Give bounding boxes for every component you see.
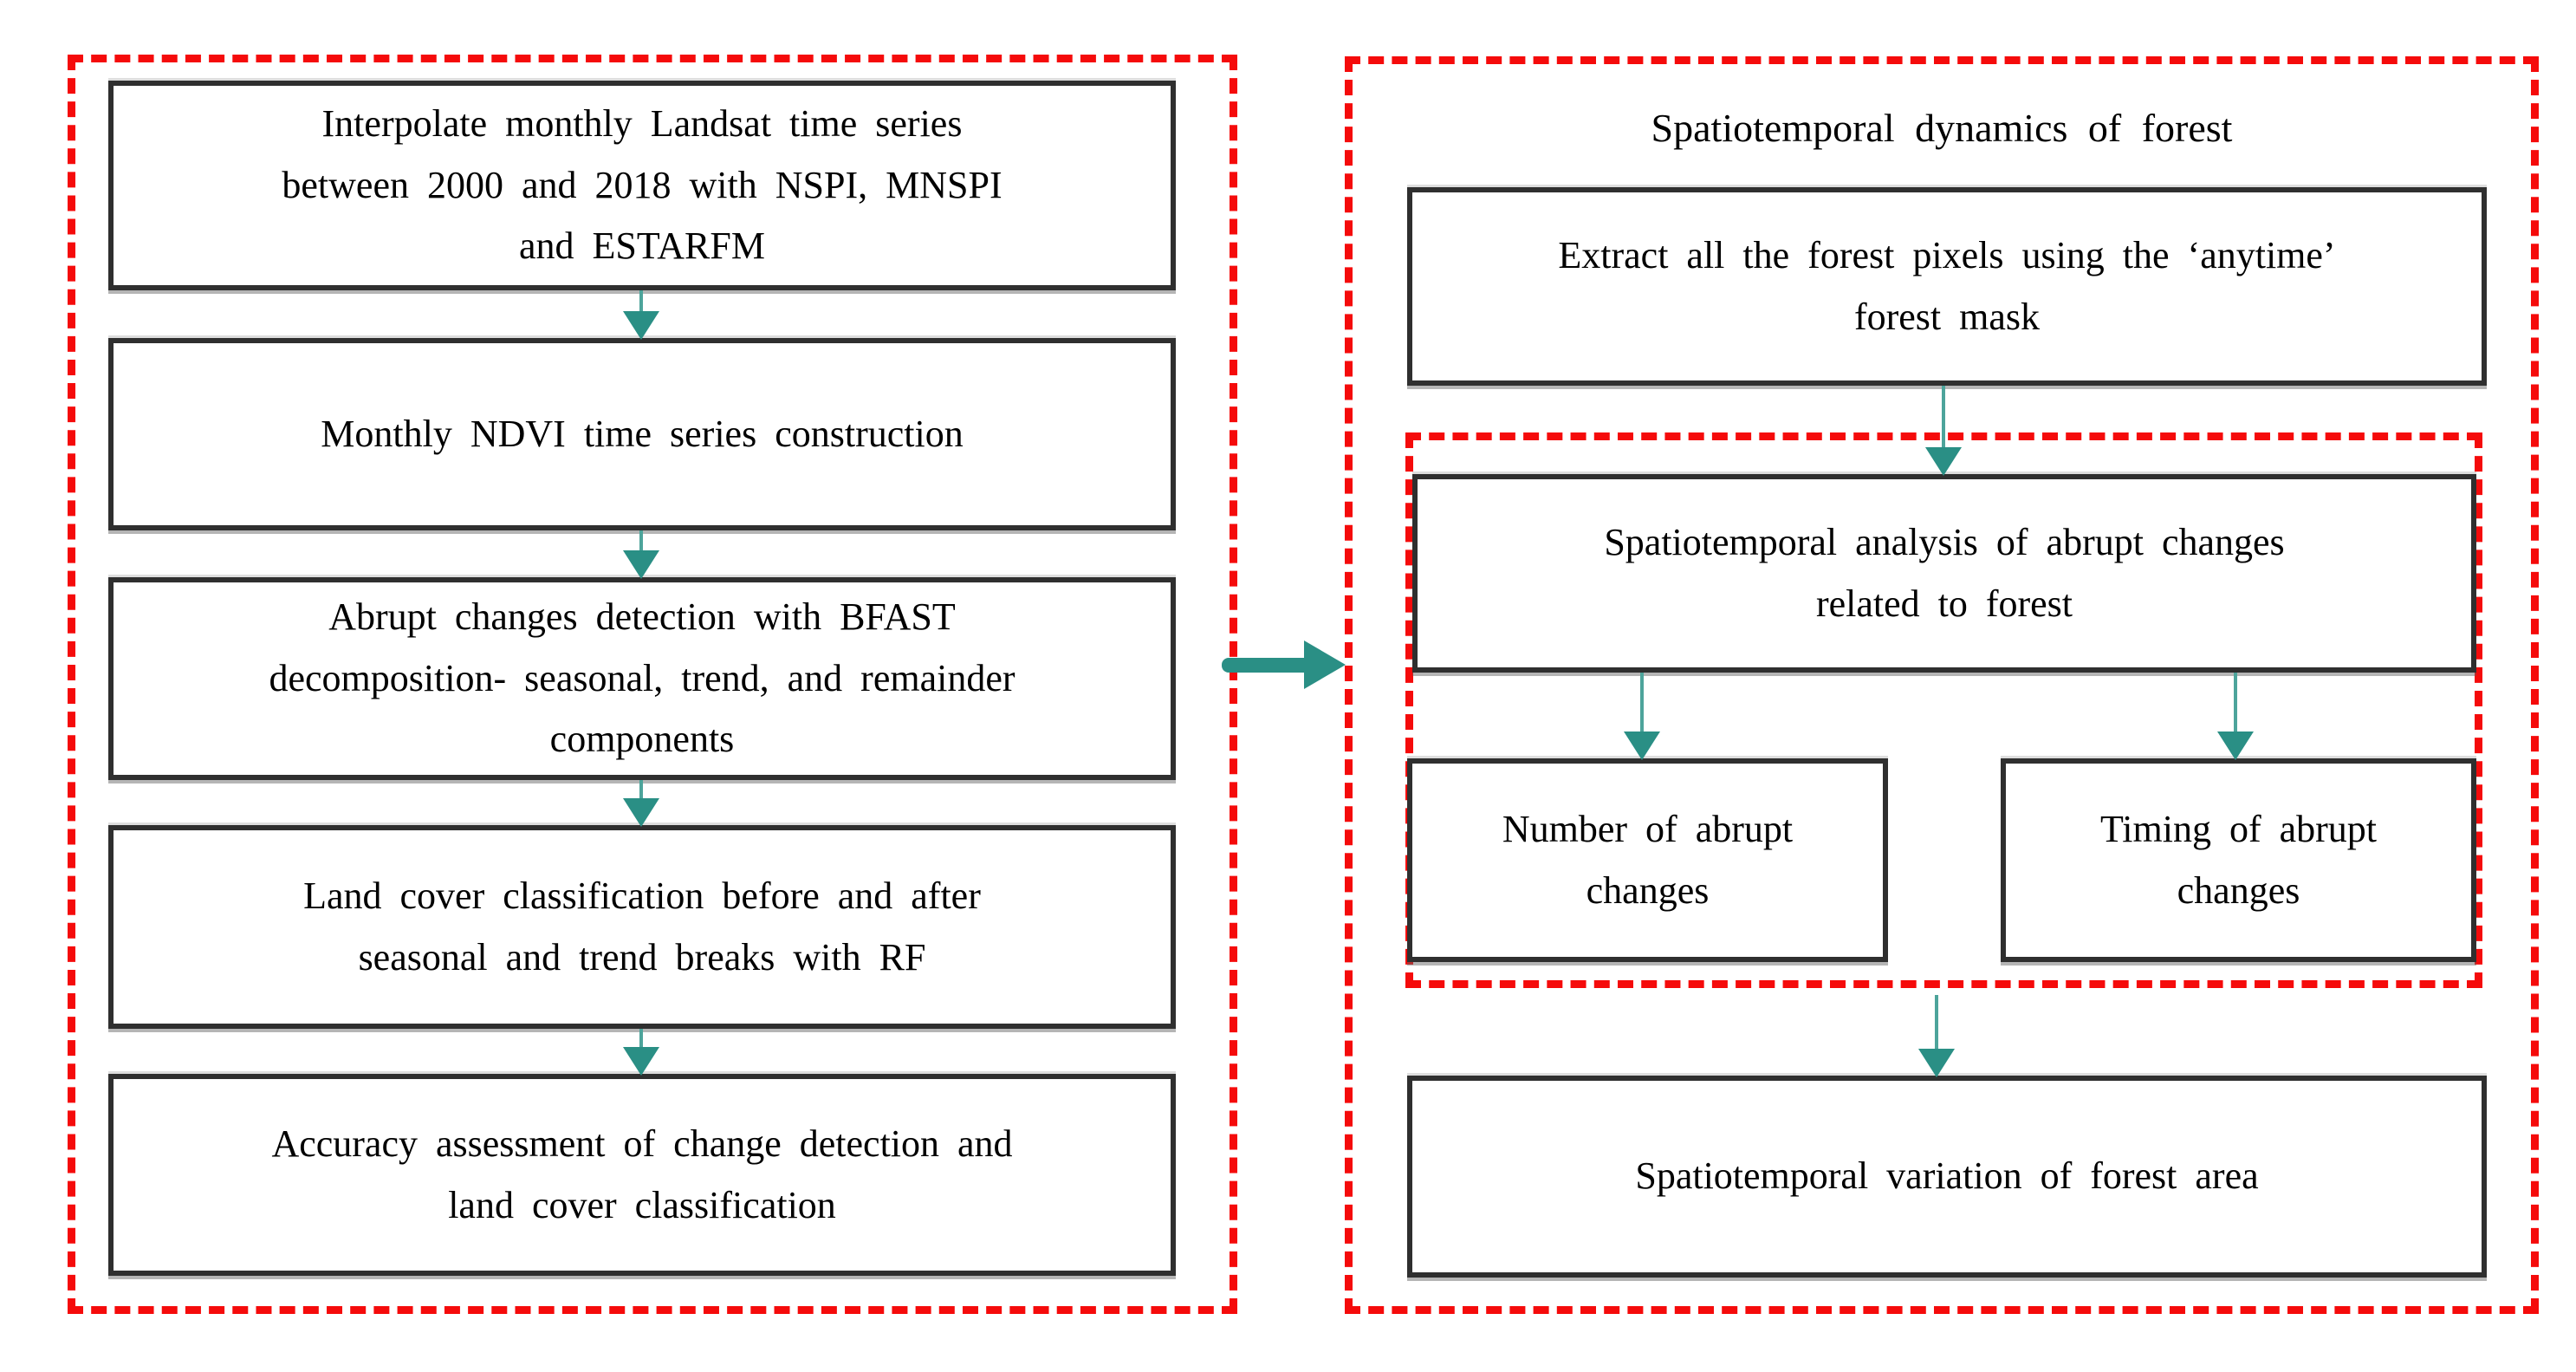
arrow-head bbox=[2217, 732, 2254, 760]
down-arrow-icon bbox=[622, 530, 660, 579]
down-arrow-icon bbox=[1917, 995, 1956, 1077]
arrow-head bbox=[1624, 732, 1660, 760]
flow-box-interpolate: Interpolate monthly Landsat time series … bbox=[108, 81, 1176, 290]
flow-box-forest-area-variation: Spatiotemporal variation of forest area bbox=[1407, 1076, 2487, 1278]
right-panel-title: Spatiotemporal dynamics of forest bbox=[1651, 105, 2233, 150]
down-arrow-icon bbox=[1623, 673, 1661, 760]
arrow-shaft bbox=[1640, 673, 1644, 732]
flow-box-spatiotemporal-analysis: Spatiotemporal analysis of abrupt change… bbox=[1412, 474, 2476, 673]
flow-box-number-of-changes: Number of abrupt changes bbox=[1407, 758, 1888, 962]
arrow-head bbox=[1304, 640, 1346, 689]
right-results-panel-border bbox=[1345, 56, 2539, 1314]
left-workflow-panel-border bbox=[68, 55, 1237, 1314]
arrow-shaft bbox=[2234, 673, 2237, 732]
flow-box-extract-forest-pixels: Extract all the forest pixels using the … bbox=[1407, 187, 2487, 386]
arrow-head bbox=[1918, 1049, 1955, 1077]
arrow-shaft bbox=[1222, 657, 1304, 673]
down-arrow-icon bbox=[1924, 386, 1963, 476]
arrow-shaft bbox=[1942, 386, 1945, 447]
down-arrow-icon bbox=[622, 290, 660, 340]
flow-box-accuracy-assessment: Accuracy assessment of change detection … bbox=[108, 1074, 1176, 1276]
arrow-shaft bbox=[639, 1029, 643, 1047]
flow-box-bfast-detection: Abrupt changes detection with BFAST deco… bbox=[108, 577, 1176, 780]
down-arrow-icon bbox=[622, 1029, 660, 1076]
arrow-head bbox=[623, 1047, 659, 1076]
arrow-head bbox=[1925, 447, 1962, 476]
down-arrow-icon bbox=[2216, 673, 2255, 760]
flow-box-landcover-classification: Land cover classification before and aft… bbox=[108, 825, 1176, 1029]
flow-box-timing-of-changes: Timing of abrupt changes bbox=[2001, 758, 2476, 962]
arrow-shaft bbox=[1935, 995, 1938, 1049]
arrow-head bbox=[623, 798, 659, 827]
arrow-shaft bbox=[639, 780, 643, 798]
arrow-shaft bbox=[639, 290, 643, 311]
right-arrow-icon bbox=[1222, 640, 1346, 689]
down-arrow-icon bbox=[622, 780, 660, 827]
flow-box-ndvi-construction: Monthly NDVI time series construction bbox=[108, 338, 1176, 530]
arrow-head bbox=[623, 550, 659, 579]
arrow-head bbox=[623, 311, 659, 340]
arrow-shaft bbox=[639, 530, 643, 550]
